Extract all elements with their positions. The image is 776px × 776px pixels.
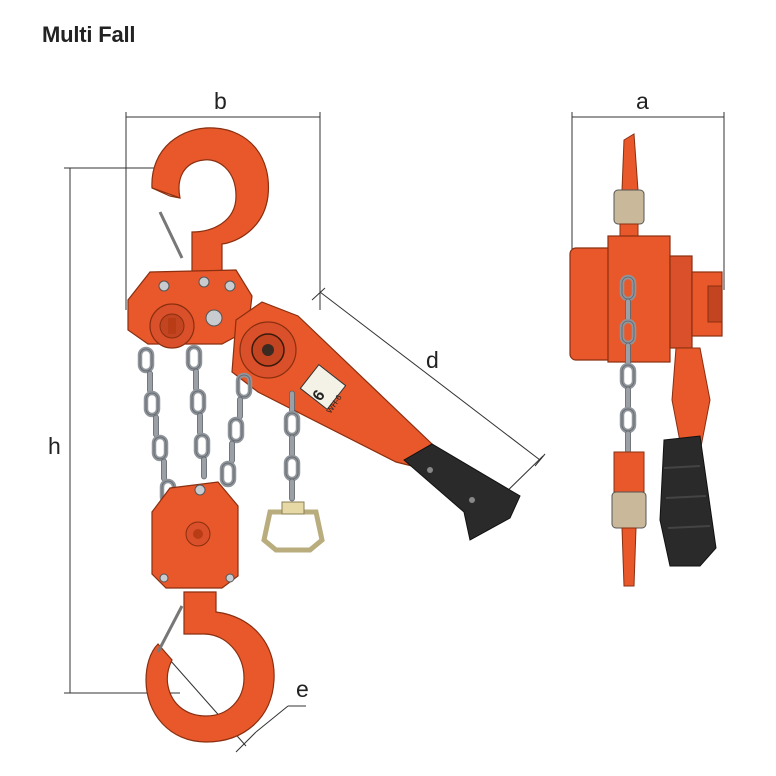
page-title: Multi Fall: [42, 22, 136, 47]
hoist-side-view: [569, 133, 723, 587]
dimension-label-e: e: [296, 676, 309, 702]
hoist-front-view: 6 WH-6: [127, 127, 521, 743]
dimension-label-b: b: [214, 88, 227, 114]
lever-handle: 6 WH-6: [231, 301, 521, 541]
top-hook-icon: [151, 127, 270, 273]
dimension-label-d: d: [426, 347, 439, 373]
bottom-hook-icon: [145, 591, 275, 743]
dimension-label-h: h: [48, 433, 61, 459]
chain-ring-icon: [261, 509, 325, 553]
dimension-label-a: a: [636, 88, 649, 114]
dimension-lines: [64, 112, 725, 753]
side-grip-icon: [659, 435, 717, 567]
grip-icon: [403, 443, 521, 541]
